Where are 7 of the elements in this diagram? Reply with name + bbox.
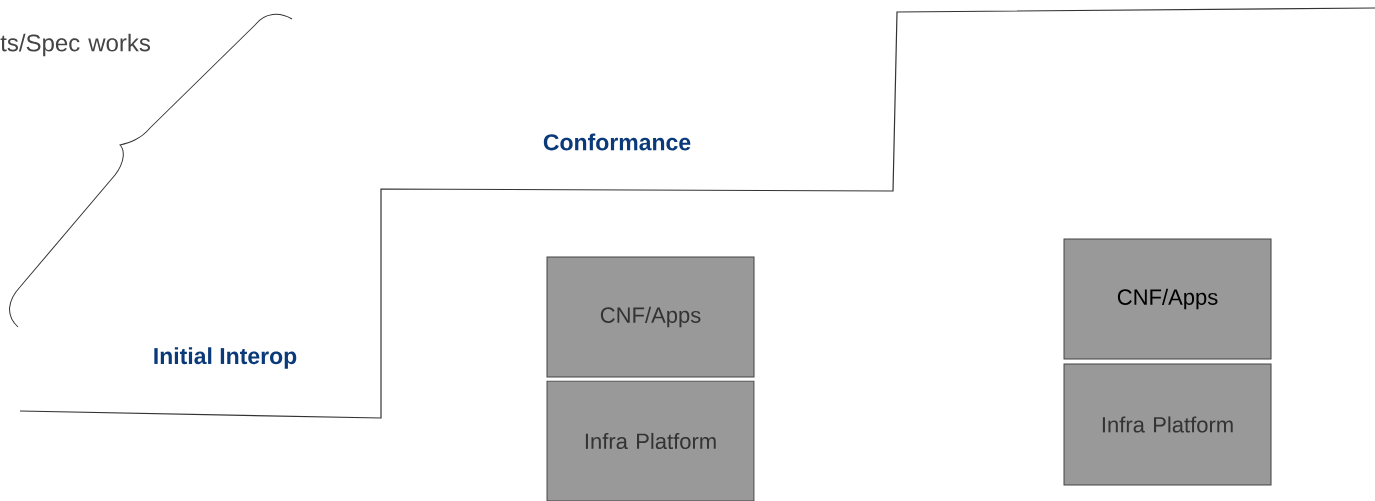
stack-box: Infra Platform bbox=[546, 380, 755, 501]
stack-box: CNF/Apps bbox=[1063, 238, 1272, 360]
stack-box: CNF/Apps bbox=[546, 256, 755, 378]
stage-label: Conformance bbox=[543, 133, 691, 151]
note-text: ts/Spec works bbox=[0, 33, 151, 57]
stage-label: Initial Interop bbox=[154, 347, 297, 369]
stack-box: Infra Platform bbox=[1063, 363, 1272, 486]
